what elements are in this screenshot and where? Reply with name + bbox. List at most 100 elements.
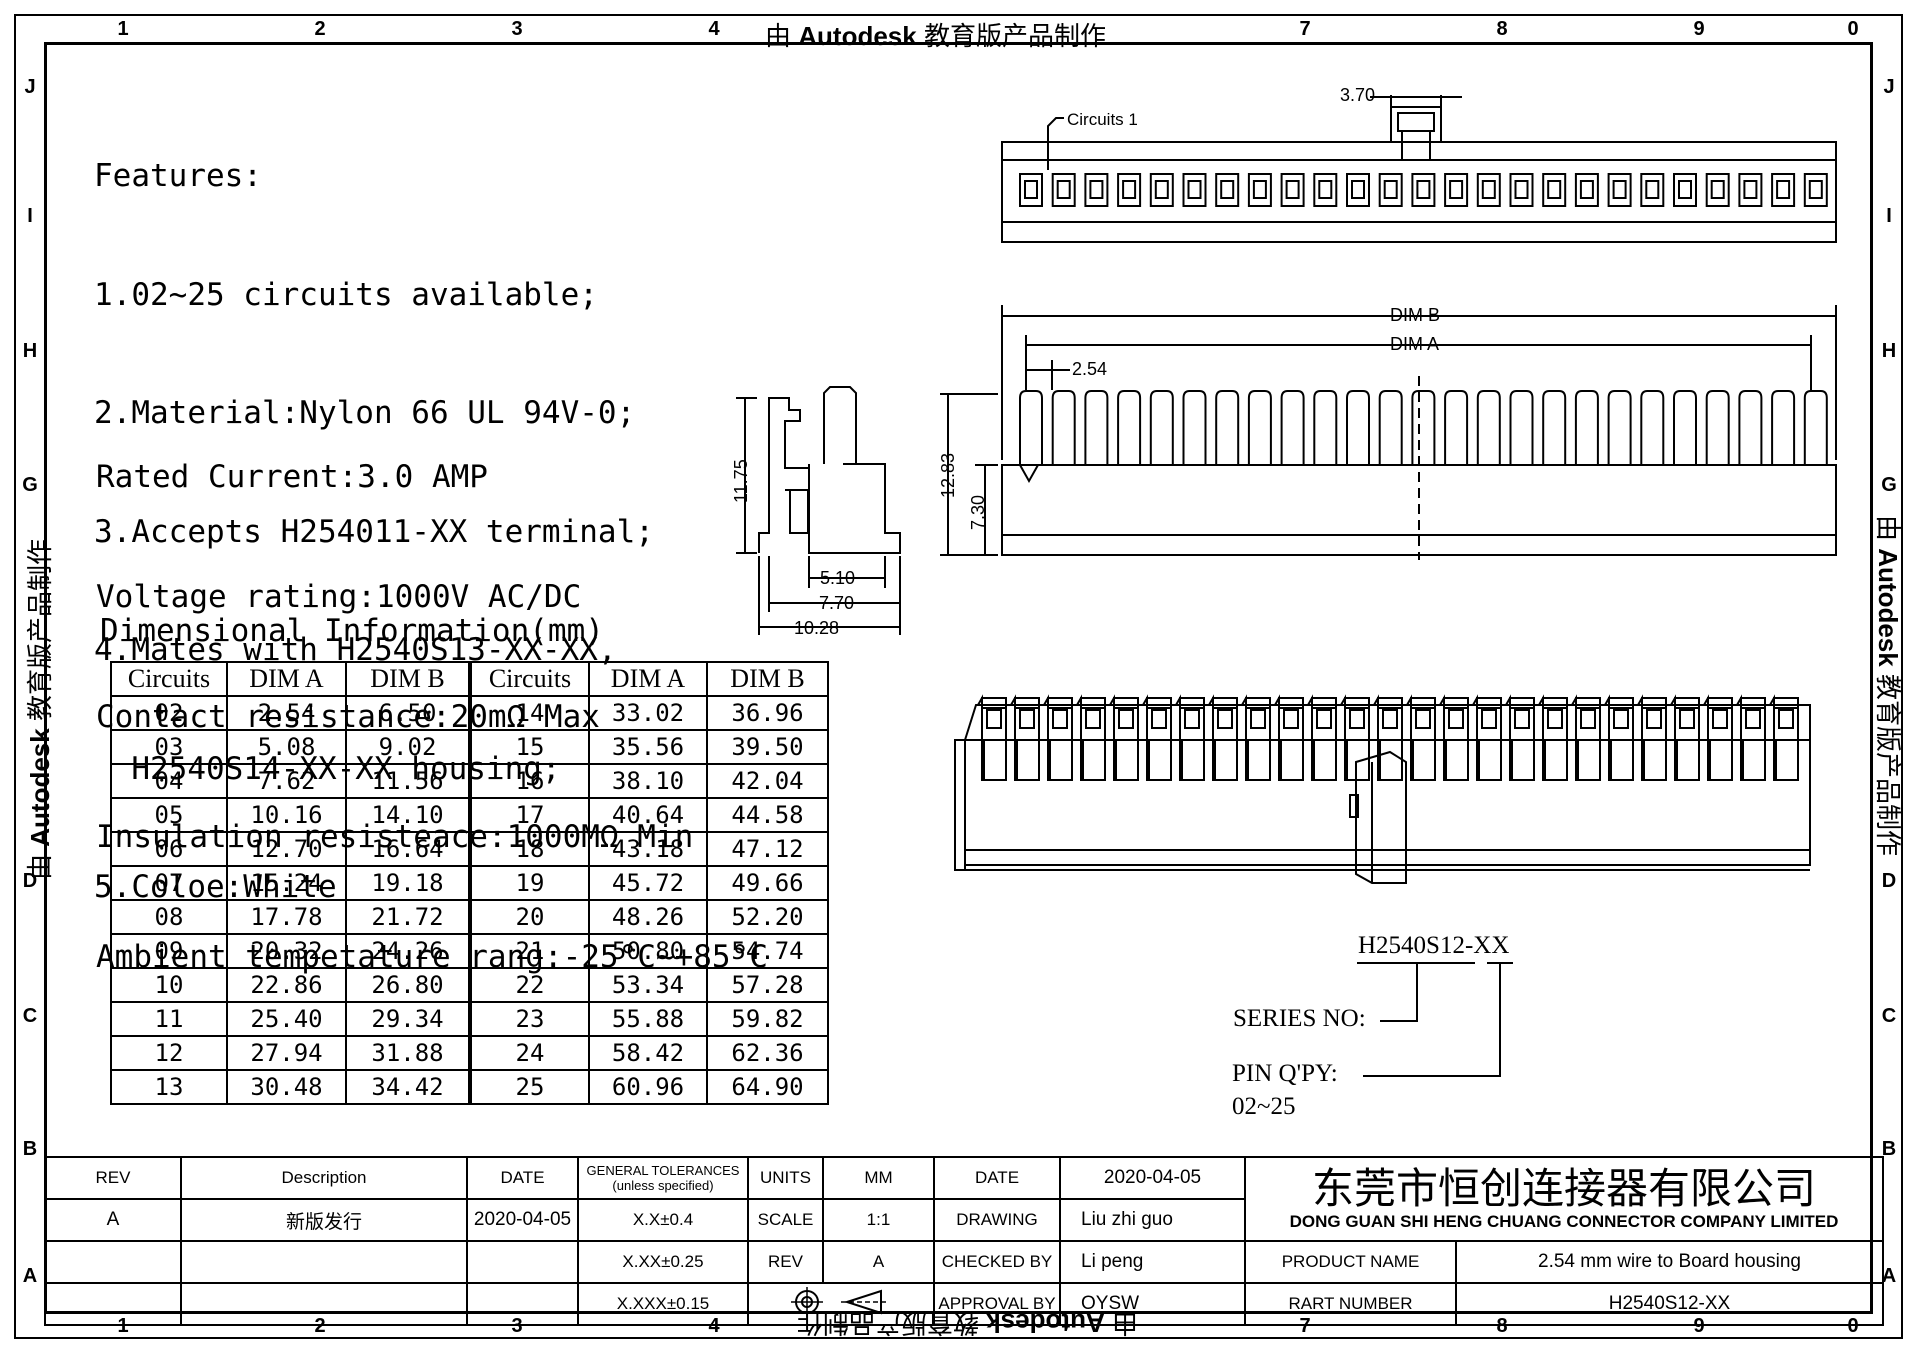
iso-tower-window	[1481, 709, 1497, 729]
units-value: MM	[822, 1156, 935, 1200]
dim-table-header: DIM B	[345, 661, 472, 697]
dim-table-cell: 24	[469, 1035, 590, 1071]
circuit-cavity	[1640, 173, 1665, 207]
dim-730-label: 7.30	[968, 495, 988, 530]
circuit-cavity	[1313, 173, 1338, 207]
iso-tower-cap	[1410, 697, 1436, 709]
units-label: UNITS	[747, 1156, 824, 1200]
dim-table-cell: 20	[469, 899, 590, 935]
circuit-cavity	[1247, 173, 1272, 207]
iso-tower-window	[1547, 709, 1563, 729]
dim-1175-label: 11.75	[731, 459, 751, 503]
iso-tower-window	[1151, 709, 1167, 729]
iso-tower-window	[1085, 709, 1101, 729]
dim-370-label: 3.70	[1340, 85, 1375, 105]
zone-number: 1	[117, 18, 129, 40]
iso-tower-cap	[1311, 697, 1337, 709]
dim-table-cell: 15.24	[226, 865, 347, 901]
terminal-tower	[1084, 390, 1109, 465]
terminal-tower	[1149, 390, 1174, 465]
cavity-window	[1579, 180, 1594, 199]
iso-tower-cap	[1377, 697, 1403, 709]
pin-qty-label: PIN Q'PY:	[1232, 1060, 1338, 1087]
dim-table-cell: 30.48	[226, 1069, 347, 1105]
terminal-tower	[1378, 390, 1403, 465]
iso-tower-window	[1019, 709, 1035, 729]
dim-table-cell: 2.54	[226, 695, 347, 731]
dim-a-label: DIM A	[1390, 334, 1439, 354]
tolerance-2: X.XX±0.25	[577, 1240, 749, 1284]
terminal-tower	[1313, 390, 1338, 465]
title-block: REV Description DATE GENERAL TOLERANCES(…	[44, 1156, 1884, 1326]
cavity-window	[1645, 180, 1660, 199]
circuit-cavity	[1542, 173, 1567, 207]
iso-tower-cap	[1047, 697, 1073, 709]
dim-table-cell: 52.20	[706, 899, 829, 935]
rev-date-value: 2020-04-05	[466, 1198, 579, 1242]
dim-table-cell: 16.64	[345, 831, 472, 867]
circuit-cavity	[1215, 173, 1240, 207]
rev-label: REV	[747, 1240, 824, 1284]
iso-tower-cap	[1773, 697, 1799, 709]
circuit-cavity	[1444, 173, 1469, 207]
zone-number: 2	[314, 18, 326, 40]
iso-tower-cap	[1080, 697, 1106, 709]
scale-value: 1:1	[822, 1198, 935, 1242]
dim-table-cell: 6.50	[345, 695, 472, 731]
zone-letter: H	[1881, 340, 1897, 362]
circuit-cavity	[1378, 173, 1403, 207]
dim-table-cell: 54.74	[706, 933, 829, 969]
dim-table-cell: 16	[469, 763, 590, 799]
part-number-callout: H2540S12-XX	[1358, 932, 1510, 959]
zone-letter: J	[1883, 76, 1895, 98]
dim-table-cell: 20.32	[226, 933, 347, 969]
dim-table-cell: 50.80	[588, 933, 708, 969]
dim-table-cell: 13	[110, 1069, 228, 1105]
zone-number: 0	[1847, 18, 1859, 40]
zone-letter: B	[22, 1138, 38, 1160]
cavity-window	[1024, 180, 1038, 199]
dim-table-cell: 14.10	[345, 797, 472, 833]
circuits-1-label: Circuits 1	[1067, 110, 1138, 129]
dim-table-cell: 10.16	[226, 797, 347, 833]
terminal-tower	[1476, 390, 1501, 465]
terminal-tower	[1247, 390, 1272, 465]
iso-tower-window	[1052, 709, 1068, 729]
zone-letter: A	[1881, 1265, 1897, 1287]
dim-table-header: DIM A	[226, 661, 347, 697]
dim-table-cell: 24.26	[345, 933, 472, 969]
dim-table-cell: 04	[110, 763, 228, 799]
zone-number: 4	[708, 18, 720, 40]
cavity-window	[1743, 180, 1758, 199]
terminal-tower	[1771, 390, 1796, 465]
dim-770-label: 7.70	[819, 593, 854, 613]
dim-table-cell: 17	[469, 797, 590, 833]
cavity-window	[1187, 180, 1202, 199]
iso-tower-cap	[1014, 697, 1040, 709]
terminal-tower	[1444, 390, 1469, 465]
zone-number: 7	[1299, 18, 1311, 40]
dim-table-cell: 42.04	[706, 763, 829, 799]
cavity-window	[1449, 180, 1464, 199]
zone-letter: A	[22, 1265, 38, 1287]
company-name-en: DONG GUAN SHI HENG CHUANG CONNECTOR COMP…	[1289, 1212, 1839, 1231]
circuit-cavity	[1280, 173, 1305, 207]
terminal-tower	[1542, 390, 1567, 465]
iso-tower-cap	[1542, 697, 1568, 709]
circuit-cavity	[1705, 173, 1730, 207]
dim-table-cell: 60.96	[588, 1069, 708, 1105]
circuit-cavity	[1084, 173, 1109, 207]
zone-number: 8	[1496, 18, 1508, 40]
circuit-cavity	[1149, 173, 1174, 207]
dim-table-cell: 5.08	[226, 729, 347, 765]
terminal-tower	[1280, 390, 1305, 465]
checked-by-label: CHECKED BY	[933, 1240, 1061, 1284]
spec-line: Voltage rating:1000V AC/DC	[96, 579, 582, 615]
dim-table-cell: 29.34	[345, 1001, 472, 1037]
